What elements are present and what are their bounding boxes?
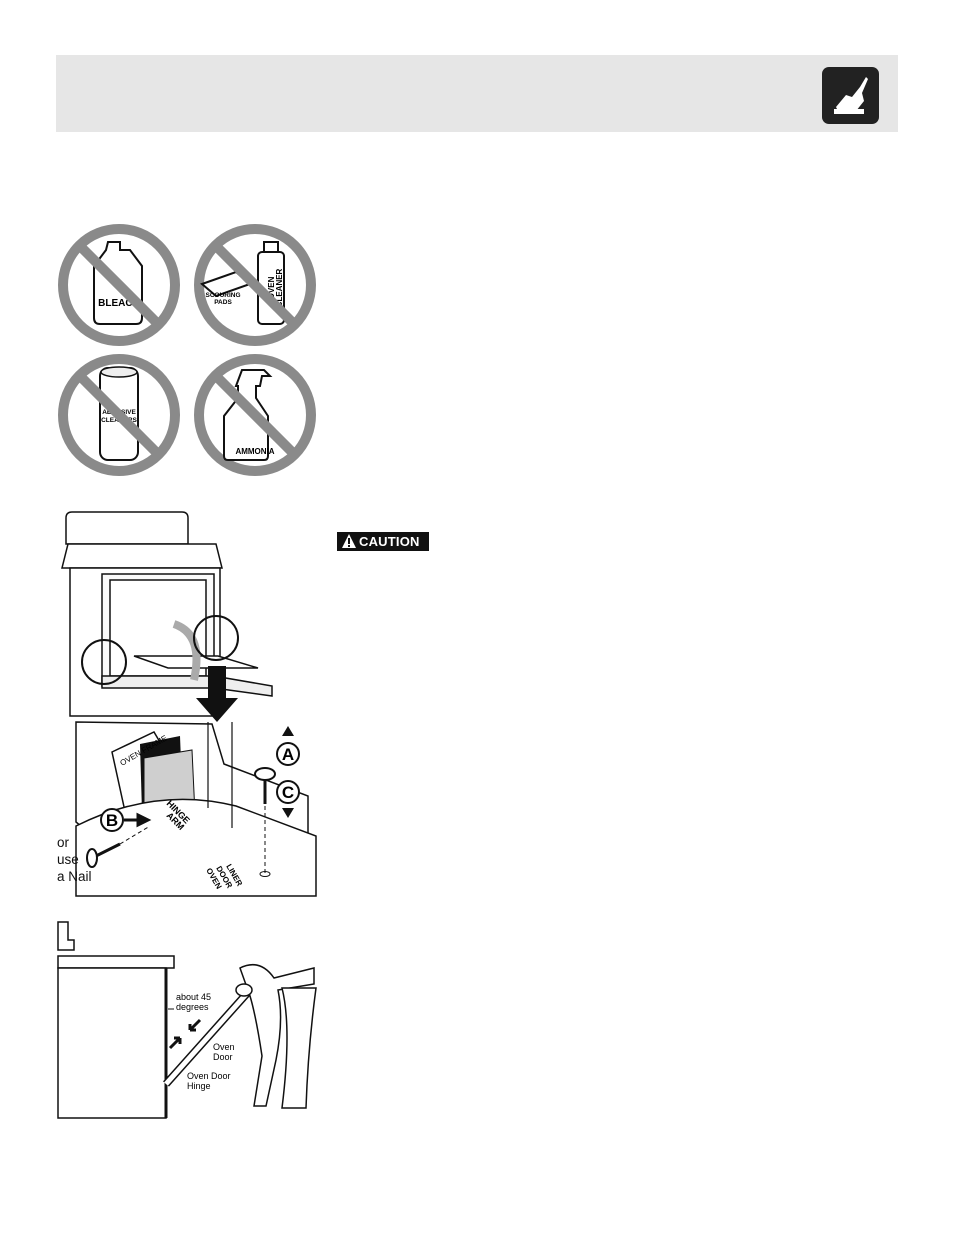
abrasive-cleaner-can-icon: ABRASIVE CLEANERS [58, 354, 180, 476]
oven-door-label-1: Oven [213, 1042, 235, 1052]
letter-c: C [282, 783, 294, 802]
person-illustration [235, 963, 317, 1109]
pads-label: PADS [214, 299, 232, 306]
letter-a-icon: A [276, 726, 300, 766]
degrees-label: degrees [176, 1002, 209, 1012]
hinge-detail: OVEN FRAME HINGE ARM OVEN DOOR LINER A C… [75, 721, 317, 897]
oven-door-hinge-label-2: Hinge [187, 1081, 211, 1091]
warning-triangle-icon [342, 534, 356, 548]
caution-badge: CAUTION [337, 532, 429, 551]
prohibited-cleaners-grid: BLEACH SCOURING PADS OVEN CLEANER ABRASI… [58, 224, 316, 476]
range-side-illustration [57, 921, 175, 1119]
range-illustration [61, 511, 273, 717]
screw-icon [254, 767, 276, 877]
scouring-label: SCOURING [205, 292, 240, 299]
oven-door-label-2: Door [213, 1052, 233, 1062]
ammonia-spray-bottle-icon: AMMONIA [194, 354, 316, 476]
ammonia-label: AMMONIA [235, 447, 274, 456]
caution-label: CAUTION [359, 534, 420, 549]
letter-b-icon: B [100, 808, 152, 832]
letter-a: A [282, 745, 294, 764]
use-label: use [57, 852, 79, 867]
oven-door-hinge-figure: OVEN FRAME HINGE ARM OVEN DOOR LINER A C… [61, 511, 317, 897]
scouring-pads-oven-cleaner-icon: SCOURING PADS OVEN CLEANER [194, 224, 316, 346]
oven-label: OVEN [267, 276, 276, 299]
or-label: or [57, 835, 70, 850]
bleach-bottle-icon: BLEACH [58, 224, 180, 346]
door-removal-angle-figure: about 45 degrees Oven Door Oven Door Hin… [57, 921, 317, 1119]
letter-c-icon: C [276, 780, 300, 818]
hand-cleaning-icon [822, 67, 879, 124]
letter-b: B [106, 811, 118, 830]
cleaner-label: CLEANER [275, 268, 284, 307]
nail-icon [86, 825, 151, 868]
header-band [56, 55, 898, 132]
bleach-label: BLEACH [98, 298, 140, 309]
about-45-label: about 45 [176, 992, 211, 1002]
oven-door-hinge-label-1: Oven Door [187, 1071, 231, 1081]
a-nail-label: a Nail [57, 869, 92, 884]
